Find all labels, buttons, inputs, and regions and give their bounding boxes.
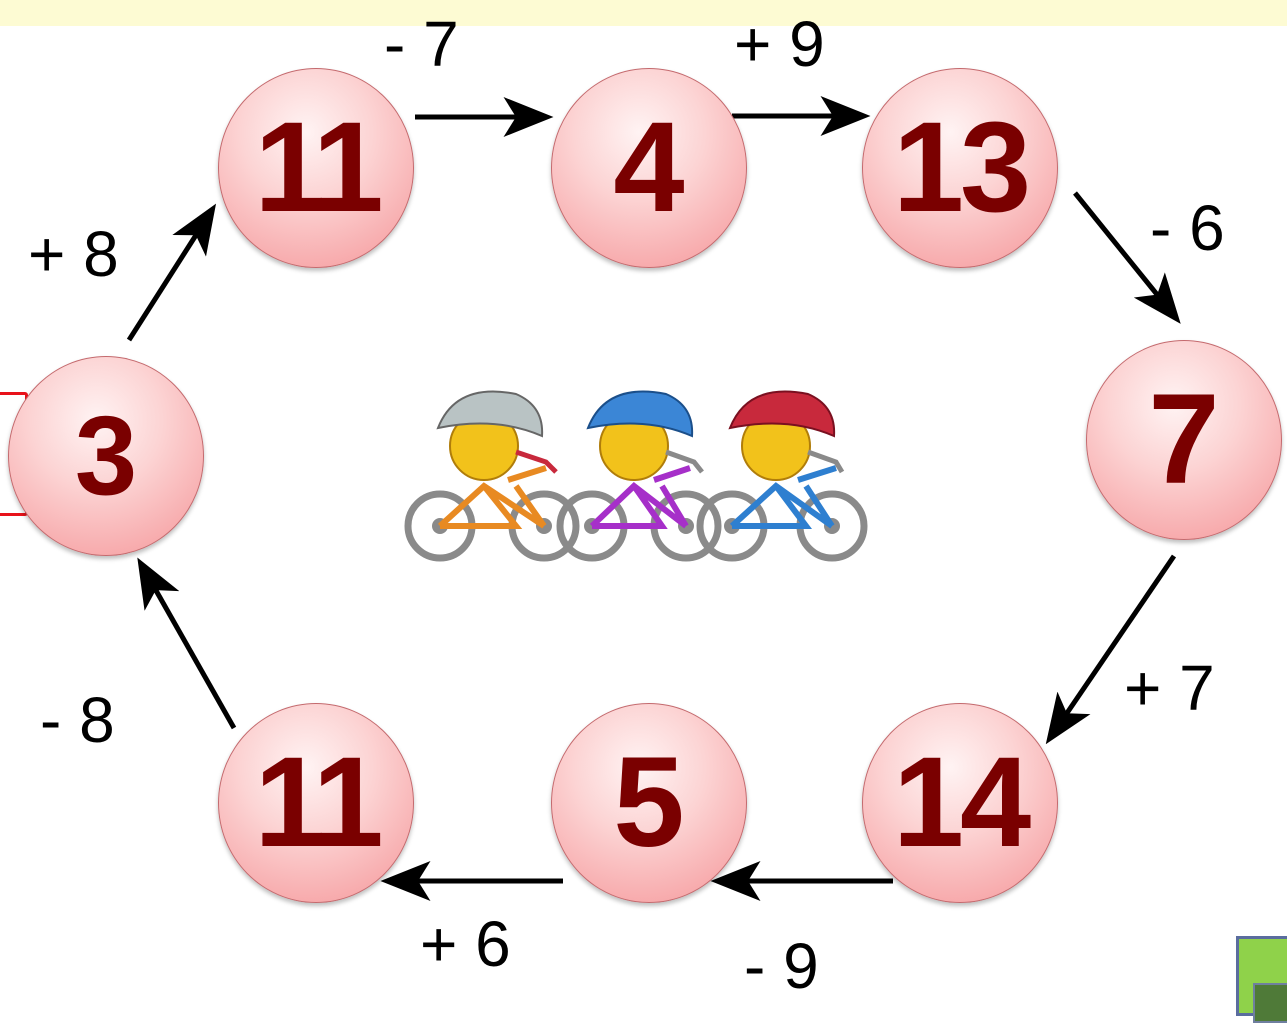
node-6-value: 5	[613, 731, 685, 874]
nav-next-button[interactable]	[1236, 936, 1287, 1023]
op-label-n5-n6: - 9	[744, 930, 819, 1002]
cyclist-1	[404, 390, 580, 562]
node-1: 11	[218, 68, 414, 268]
op-label-n4-n5: + 7	[1124, 652, 1215, 724]
arrow-n3-n4	[1073, 191, 1181, 324]
op-label-n8-n1: + 8	[28, 218, 119, 290]
arrow-n7-n8	[137, 557, 237, 730]
op-label-n6-n7: + 6	[420, 908, 511, 980]
op-label-n7-n8: - 8	[40, 684, 115, 756]
node-5-value: 14	[892, 731, 1031, 874]
arrow-n8-n1	[126, 203, 217, 342]
cyclist-3	[696, 390, 868, 562]
node-2-value: 4	[613, 96, 685, 239]
node-2: 4	[551, 68, 747, 268]
op-label-n2-n3: + 9	[734, 8, 825, 80]
nav-next-icon	[1253, 983, 1287, 1023]
op-label-n1-n2: - 7	[384, 8, 459, 80]
op-label-n3-n4: - 6	[1150, 192, 1225, 264]
node-4-value: 7	[1148, 368, 1220, 511]
node-8: 3	[8, 356, 204, 556]
top-band	[0, 0, 1287, 26]
node-5: 14	[862, 703, 1058, 903]
cyclist-2	[556, 390, 722, 562]
node-1-value: 11	[254, 96, 383, 239]
node-8-value: 3	[74, 393, 138, 518]
arrow-n4-n5	[1045, 554, 1177, 745]
node-3: 13	[862, 68, 1058, 268]
node-3-value: 13	[892, 96, 1031, 239]
cyclists-illustration	[404, 390, 868, 562]
node-4: 7	[1086, 340, 1282, 540]
node-7-value: 11	[254, 731, 383, 874]
node-6: 5	[551, 703, 747, 903]
node-7: 11	[218, 703, 414, 903]
